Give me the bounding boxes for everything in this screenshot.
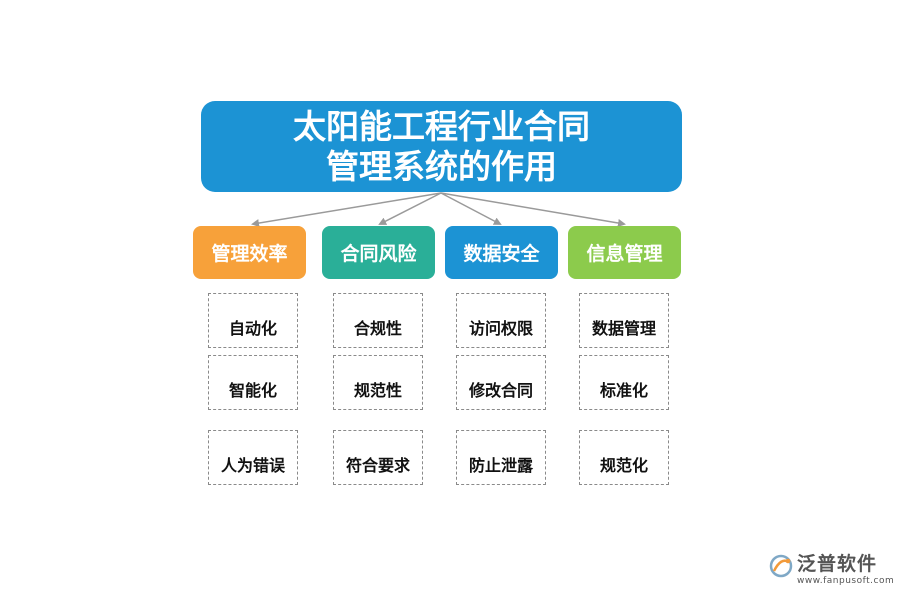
diagram-title-box: 太阳能工程行业合同 管理系统的作用 (201, 101, 682, 192)
brand-name: 泛普软件 (797, 553, 878, 575)
leaf-item: 符合要求 (333, 430, 423, 485)
category-data-security: 数据安全 (445, 226, 558, 279)
leaf-label: 合规性 (353, 319, 402, 338)
leaf-item: 合规性 (333, 293, 423, 348)
leaf-label: 符合要求 (345, 456, 410, 475)
leaf-label: 规范性 (353, 381, 402, 400)
category-management-efficiency: 管理效率 (193, 226, 306, 279)
leaf-item: 标准化 (579, 355, 669, 410)
title-line-2: 管理系统的作用 (326, 146, 557, 186)
leaf-item: 自动化 (208, 293, 298, 348)
leaf-label: 访问权限 (468, 319, 533, 338)
category-contract-risk: 合同风险 (322, 226, 435, 279)
connector-line-1 (251, 192, 442, 227)
leaf-item: 防止泄露 (456, 430, 546, 485)
connector-line-2 (378, 192, 442, 225)
leaf-label: 标准化 (599, 381, 648, 400)
leaf-item: 访问权限 (456, 293, 546, 348)
leaf-item: 人为错误 (208, 430, 298, 485)
connector-line-3 (440, 192, 502, 225)
brand-url: www.fanpusoft.com (797, 576, 895, 586)
category-label: 管理效率 (211, 243, 288, 265)
leaf-label: 修改合同 (468, 381, 533, 400)
leaf-item: 数据管理 (579, 293, 669, 348)
leaf-label: 规范化 (599, 456, 648, 475)
brand-logo: 泛普软件 www.fanpusoft.com (768, 553, 894, 587)
leaf-label: 人为错误 (220, 456, 285, 475)
leaf-label: 数据管理 (591, 319, 656, 338)
leaf-item: 修改合同 (456, 355, 546, 410)
connector-line-4 (440, 192, 626, 227)
leaf-label: 智能化 (228, 381, 277, 400)
leaf-item: 规范性 (333, 355, 423, 410)
title-line-1: 太阳能工程行业合同 (293, 106, 590, 146)
category-label: 数据安全 (463, 243, 540, 265)
category-label: 合同风险 (340, 243, 417, 265)
category-label: 信息管理 (586, 243, 663, 265)
leaf-label: 防止泄露 (468, 456, 533, 475)
brand-logo-icon (769, 554, 793, 578)
leaf-item: 智能化 (208, 355, 298, 410)
category-info-management: 信息管理 (568, 226, 681, 279)
leaf-item: 规范化 (579, 430, 669, 485)
leaf-label: 自动化 (228, 319, 277, 338)
